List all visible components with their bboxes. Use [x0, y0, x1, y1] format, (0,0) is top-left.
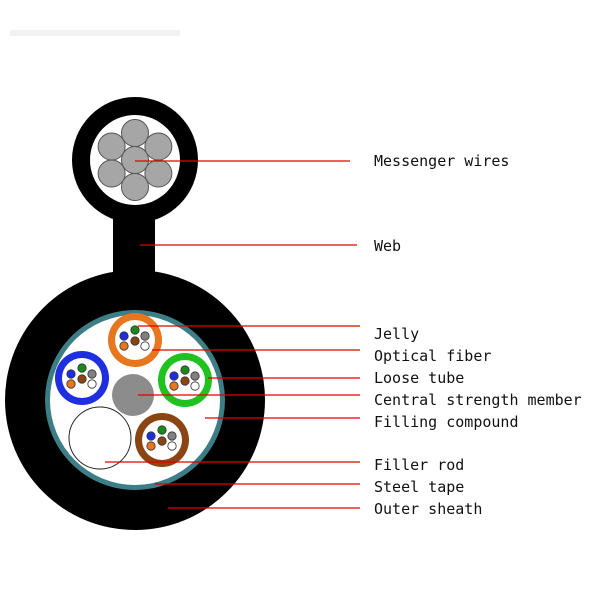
optical-fiber	[130, 325, 140, 335]
optical-fiber	[146, 441, 156, 451]
filler-rod	[68, 406, 132, 470]
messenger-wires	[97, 119, 173, 201]
messenger-wire	[97, 159, 126, 188]
loose-tubes	[55, 313, 212, 467]
optical-fiber	[130, 336, 140, 346]
main-cable	[5, 270, 265, 530]
optical-fiber	[66, 369, 76, 379]
faint-header-strip	[10, 30, 180, 36]
optical-fiber	[157, 425, 167, 435]
optical-fiber	[167, 441, 177, 451]
optical-fiber	[66, 379, 76, 389]
messenger-wire	[121, 173, 149, 201]
messenger-wire	[121, 119, 149, 147]
label-filler-rod: Filler rod	[374, 456, 464, 474]
optical-fiber	[87, 369, 97, 379]
label-outer-sheath: Outer sheath	[374, 500, 482, 518]
optical-fiber	[169, 381, 179, 391]
optical-fiber	[146, 431, 156, 441]
messenger-wire	[97, 132, 126, 161]
optical-fiber	[77, 374, 87, 384]
optical-fiber	[169, 371, 179, 381]
messenger-wire	[121, 146, 149, 174]
leader-lines	[105, 160, 360, 509]
messenger-wire	[144, 159, 173, 188]
optical-fiber	[119, 331, 129, 341]
optical-fiber	[190, 371, 200, 381]
label-jelly: Jelly	[374, 325, 419, 343]
optical-fiber	[119, 341, 129, 351]
label-loose-tube: Loose tube	[374, 369, 464, 387]
label-filling-compound: Filling compound	[374, 413, 519, 431]
messenger-wire	[144, 132, 173, 161]
optical-fiber	[190, 381, 200, 391]
optical-fiber	[140, 341, 150, 351]
optical-fiber	[157, 436, 167, 446]
label-steel-tape: Steel tape	[374, 478, 464, 496]
messenger-section	[72, 97, 198, 223]
optical-fiber	[167, 431, 177, 441]
optical-fiber	[180, 376, 190, 386]
label-web: Web	[374, 237, 401, 255]
label-central-strength-member: Central strength member	[374, 391, 582, 409]
optical-fiber	[140, 331, 150, 341]
optical-fiber	[180, 365, 190, 375]
label-messenger-wires: Messenger wires	[374, 152, 509, 170]
optical-fiber	[87, 379, 97, 389]
label-optical-fiber: Optical fiber	[374, 347, 491, 365]
optical-fiber	[77, 363, 87, 373]
labels: Messenger wires Web Jelly Optical fiber …	[374, 152, 582, 518]
central-strength-member	[112, 374, 154, 416]
